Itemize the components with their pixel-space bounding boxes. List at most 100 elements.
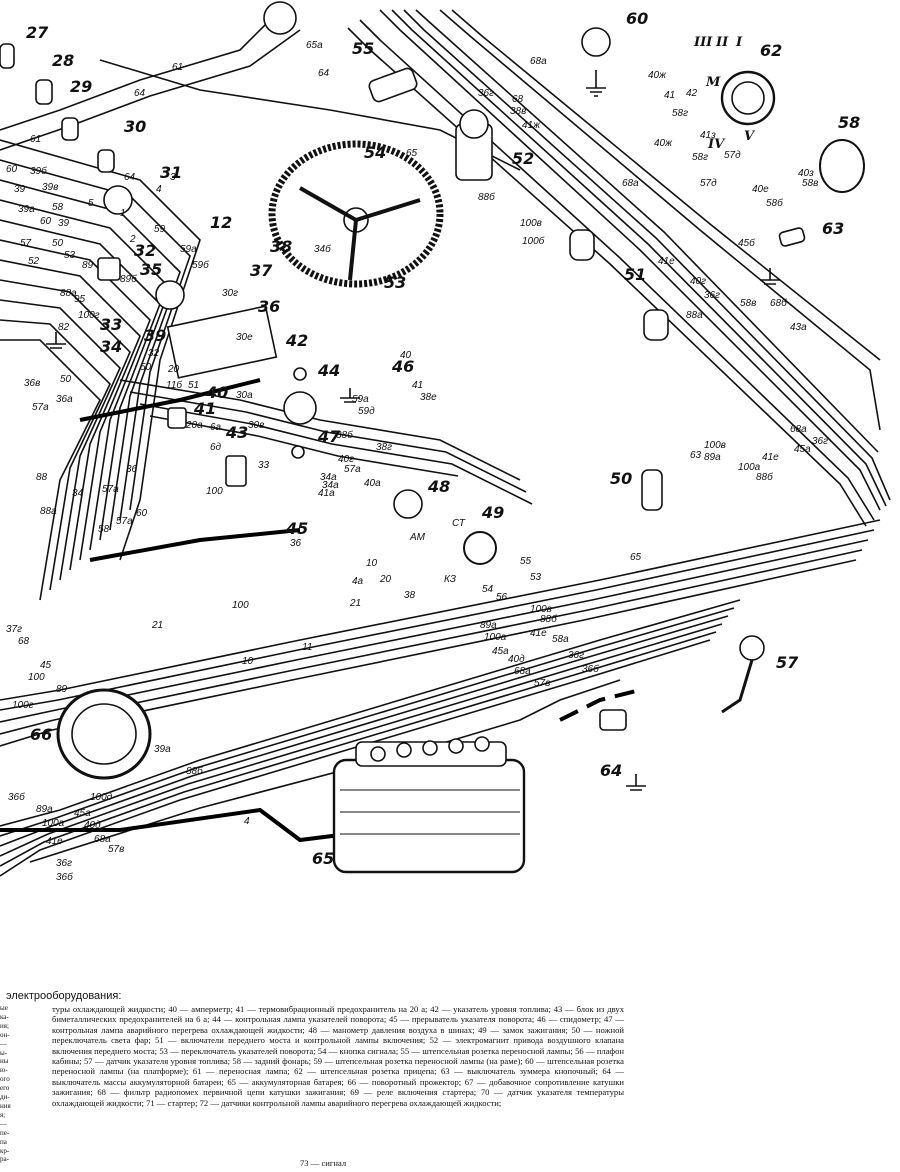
- wire-label: 20а: [185, 420, 203, 431]
- wire-label: 88б: [756, 471, 773, 483]
- terminal-label: M: [705, 75, 721, 90]
- wire-labels: 61646565а6468а36г6838в41ж68а88б100в100б4…: [6, 40, 828, 883]
- wire-label: 100г: [12, 700, 34, 711]
- component-number: 53: [384, 273, 406, 292]
- wire-label: 88а: [40, 506, 57, 517]
- ground-symbols: [46, 70, 780, 791]
- wire-label: 100в: [530, 604, 552, 615]
- fuse-block: [166, 305, 278, 379]
- component-number: 34: [100, 337, 122, 356]
- legend-fragment: ого: [0, 1075, 10, 1084]
- wire-label: СТ: [452, 518, 466, 529]
- wire-label: 57а: [116, 516, 133, 527]
- wire-label: 100г: [78, 310, 100, 321]
- component-number: 29: [70, 77, 92, 96]
- wire-label: 41е: [762, 452, 779, 463]
- wire-label: 58в: [740, 298, 756, 309]
- wire-label: 50: [140, 362, 152, 373]
- wire-label: 40д: [508, 654, 525, 665]
- wire-label: 1: [120, 208, 126, 219]
- wire-label: 36г: [704, 290, 720, 301]
- wire-label: 36: [126, 464, 138, 475]
- wire-label: 50: [52, 238, 64, 249]
- switch-51-upper: [569, 229, 595, 261]
- wire-label: 40д: [84, 820, 101, 831]
- wire-label: 58г: [672, 108, 688, 119]
- wire-label: 43а: [790, 322, 807, 333]
- wire-label: 100в: [520, 218, 542, 229]
- legend-fragment: —: [0, 1119, 7, 1128]
- wire-label: 68а: [790, 424, 807, 435]
- wire-label: 45а: [492, 646, 509, 657]
- wire-label: 45б: [738, 237, 755, 249]
- wire-label: 3: [170, 172, 176, 183]
- legend-title: электрооборудования:: [6, 990, 122, 1002]
- component-number: 58: [838, 113, 860, 132]
- wire-label: 50: [60, 374, 72, 385]
- wire-label: 40е: [752, 184, 769, 195]
- relay-43: [225, 455, 247, 487]
- wire-label: 58г: [692, 152, 708, 163]
- wire-label: 100: [206, 486, 223, 497]
- block-32: [97, 257, 121, 281]
- wire-label: 88а: [686, 310, 703, 321]
- wire-label: 59: [154, 224, 166, 235]
- wire-label: 40г: [338, 454, 354, 465]
- wire-label: 38б: [336, 429, 353, 441]
- wire-label: 51: [188, 380, 199, 391]
- wire-label: 100б: [522, 235, 545, 247]
- wire-label: 57а: [102, 484, 119, 495]
- wire-label: 11: [302, 642, 312, 653]
- legend-fragment: ые: [0, 1004, 8, 1012]
- wire-label: 40: [400, 350, 412, 361]
- wire-harness: [0, 9, 891, 877]
- wire-label: 68а: [530, 56, 547, 67]
- wire-label: 10: [366, 558, 378, 569]
- wire-label: 30а: [236, 390, 253, 401]
- legend-body: туры охлаждающей жидкости; 40 — ампермет…: [52, 1004, 624, 1108]
- wire-label: 56: [496, 592, 508, 603]
- wire-label: 65: [406, 148, 418, 159]
- component-number: 31: [160, 163, 182, 182]
- wire-label: 36а: [56, 394, 73, 405]
- component-number: 44: [317, 361, 340, 380]
- wire-label: 57в: [534, 678, 550, 689]
- component-number: 51: [624, 265, 646, 284]
- wire-label: 68: [18, 636, 30, 647]
- component-number: 37: [250, 261, 273, 280]
- component-number: 33: [100, 315, 122, 334]
- wire-label: 41е: [530, 628, 547, 639]
- wire-label: 59а: [180, 244, 197, 255]
- wire-label: 42: [686, 88, 698, 99]
- wire-label: 39б: [30, 165, 47, 177]
- legend-fragment: пе-: [0, 1128, 10, 1137]
- component-number: 39: [144, 326, 166, 345]
- wire-label: 32: [148, 348, 160, 359]
- wire-label: 58б: [766, 197, 783, 209]
- wire-label: 30в: [248, 420, 264, 431]
- wire-label: 40г: [690, 276, 706, 287]
- wire-label: 68а: [94, 834, 111, 845]
- legend-fragment: ка-: [0, 1012, 9, 1021]
- wire-label: 41: [664, 90, 675, 101]
- wire-label: 41з: [700, 130, 716, 141]
- legend-fragment: ы-: [0, 1048, 8, 1057]
- switch-27: [0, 43, 15, 69]
- wire-label: 58: [98, 524, 110, 535]
- terminal-label: V: [744, 129, 756, 144]
- switch-50: [641, 469, 663, 511]
- ground-switch-64: [599, 709, 627, 731]
- component-number: 43: [225, 423, 248, 442]
- switch-30: [97, 149, 115, 173]
- switch-28: [35, 79, 53, 105]
- legend-fragment: я;: [0, 1110, 6, 1119]
- fuel-sender-57: [739, 635, 765, 661]
- wire-label: 57а: [344, 464, 361, 475]
- component-number: 42: [285, 331, 308, 350]
- component-number: 50: [610, 469, 632, 488]
- wire-label: 41е: [46, 836, 63, 847]
- legend-fragment: ия;: [0, 1021, 9, 1030]
- wire-label: 63: [690, 450, 702, 461]
- wire-label: 58: [52, 202, 64, 213]
